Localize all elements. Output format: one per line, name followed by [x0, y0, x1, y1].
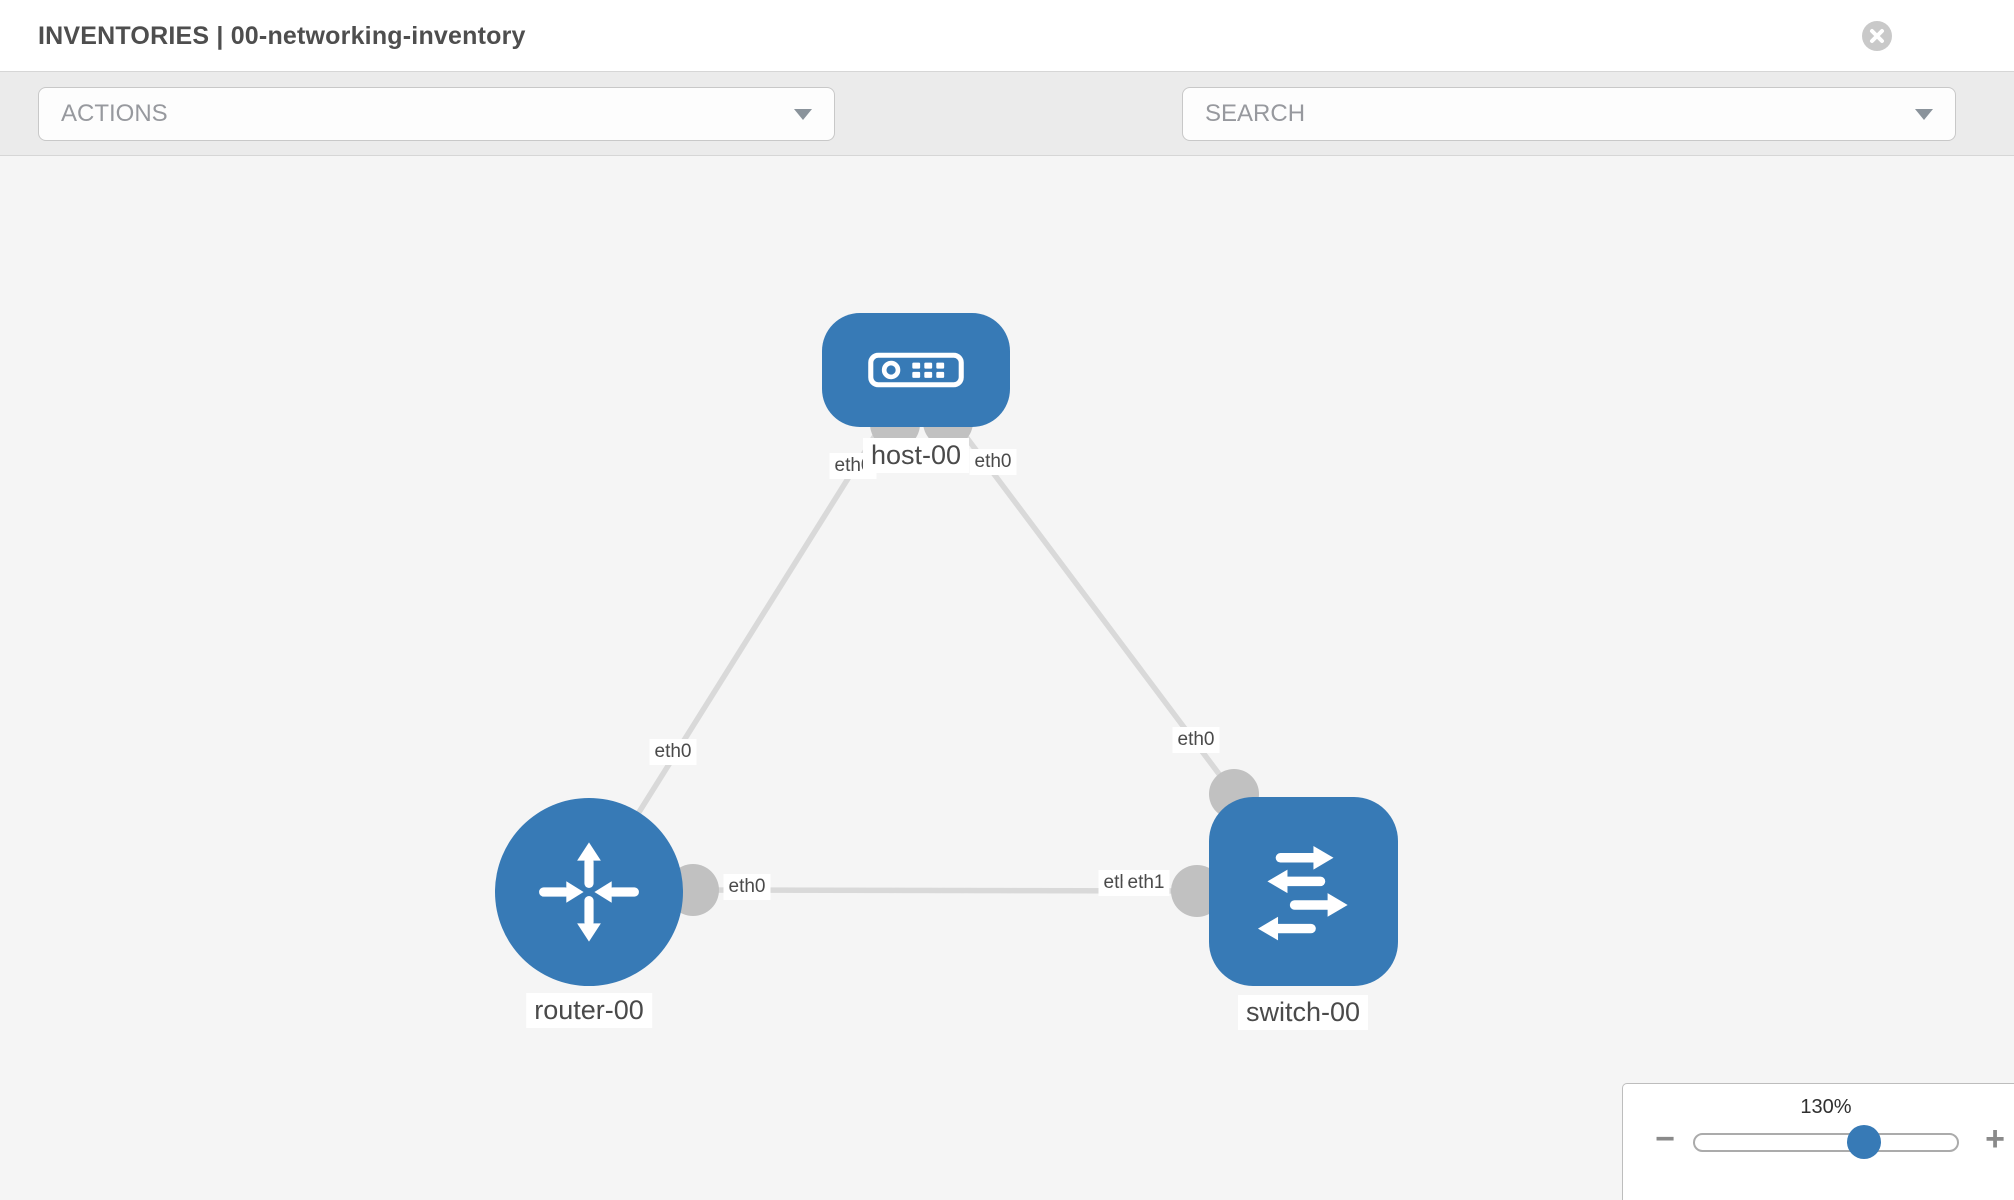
node-label-router-00: router-00	[526, 993, 652, 1028]
search-placeholder: SEARCH	[1205, 100, 1306, 127]
chevron-down-icon	[794, 108, 812, 120]
host-icon	[868, 352, 964, 388]
page-title: INVENTORIES | 00-networking-inventory	[38, 22, 526, 50]
zoom-control-panel: 130% − +	[1622, 1083, 2014, 1200]
zoom-in-button[interactable]: +	[1985, 1120, 2005, 1158]
node-router-00[interactable]	[495, 798, 683, 986]
port-label-switch-eth0-top: eth0	[1172, 727, 1220, 753]
chevron-down-icon	[1915, 108, 1933, 120]
zoom-slider-track[interactable]	[1693, 1133, 1959, 1152]
port-label-router-eth0-top: eth0	[649, 739, 697, 765]
node-switch-00[interactable]	[1209, 797, 1398, 986]
zoom-slider-thumb[interactable]	[1847, 1125, 1881, 1159]
port-label-switch-eth1: eth1	[1122, 870, 1170, 896]
toolbar: ACTIONS SEARCH	[0, 72, 2014, 200]
router-icon	[539, 842, 639, 942]
node-host-00[interactable]	[822, 313, 1010, 427]
node-label-switch-00: switch-00	[1237, 995, 1369, 1030]
close-button[interactable]	[1862, 21, 1892, 51]
close-icon	[1870, 29, 1884, 43]
topology-canvas[interactable]: eth0 eth0 eth0 eth0 eth0 eth0 eth1 host-…	[0, 156, 2014, 1200]
actions-dropdown-label: ACTIONS	[61, 100, 168, 127]
zoom-level-value: 130%	[1800, 1096, 1852, 1118]
zoom-out-button[interactable]: −	[1655, 1120, 1675, 1158]
search-dropdown[interactable]: SEARCH	[1182, 87, 1956, 141]
port-label-host-eth0-right: eth0	[969, 449, 1017, 475]
actions-dropdown[interactable]: ACTIONS	[38, 87, 835, 141]
node-label-host-00: host-00	[862, 438, 970, 473]
switch-icon	[1257, 845, 1348, 940]
header-bar: INVENTORIES | 00-networking-inventory	[0, 0, 2014, 72]
port-label-router-eth0-right: eth0	[723, 874, 771, 900]
